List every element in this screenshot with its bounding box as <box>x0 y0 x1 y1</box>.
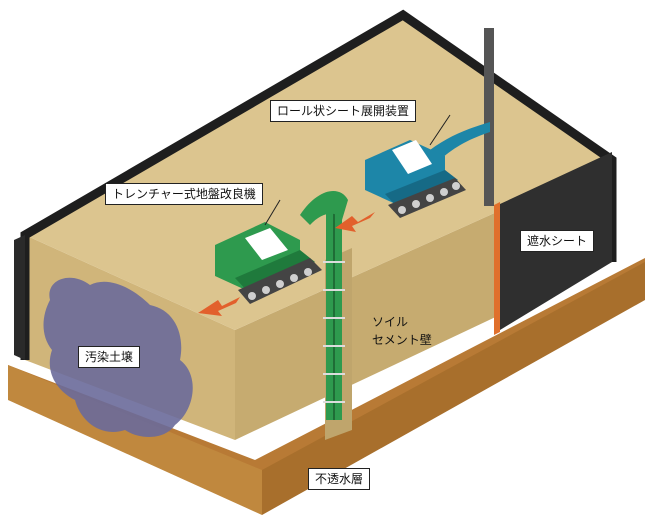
impermeable-layer-label: 不透水層 <box>308 468 371 490</box>
trencher-label: トレンチャー式地盤改良機 <box>105 183 263 205</box>
soil-cement-wall-label: ソイル セメント壁 <box>372 313 432 349</box>
sheet-pole <box>484 28 494 206</box>
contaminated-soil-label: 汚染土壌 <box>78 346 141 368</box>
soil-cement-line1: ソイル <box>372 315 409 329</box>
leader-trencher <box>264 199 281 226</box>
impermeable-layer-front <box>8 365 262 515</box>
ground-top-surface <box>25 15 612 330</box>
trencher-chain <box>323 212 345 420</box>
outer-wall-left <box>14 235 25 360</box>
direction-arrow-icon <box>198 212 375 316</box>
waterproof-sheet-label: 遮水シート <box>520 230 595 252</box>
roll-sheet-machine-icon <box>365 122 490 218</box>
roll-sheet-device-label: ロール状シート展開装置 <box>270 100 417 122</box>
soil-cement-line2: セメント壁 <box>372 333 432 347</box>
leader-roll-sheet <box>429 114 451 146</box>
trencher-machine-icon <box>215 191 348 304</box>
waterproof-sheet-edge <box>494 202 500 335</box>
impermeable-layer-right <box>262 262 645 515</box>
